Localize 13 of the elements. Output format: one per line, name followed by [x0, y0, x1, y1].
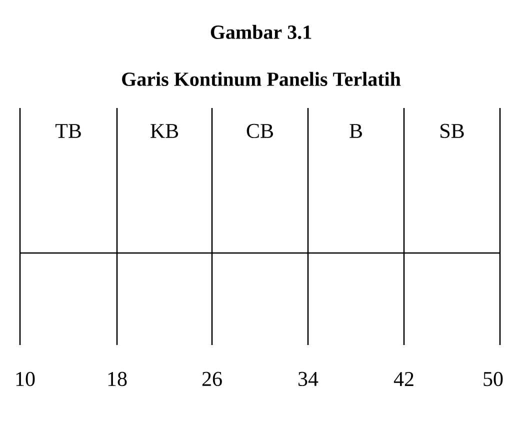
category-label: TB — [55, 124, 81, 138]
scale-number: 18 — [108, 372, 127, 386]
scale-number: 26 — [202, 372, 222, 386]
scale-number: 42 — [394, 372, 414, 386]
scale-number: 10 — [16, 372, 35, 386]
category-label: CB — [246, 124, 273, 138]
caption: Garis Kontinum Panelis Terlatih — [122, 72, 401, 86]
scale-number: 34 — [298, 372, 318, 386]
category-label: KB — [150, 124, 178, 138]
scale-number: 50 — [484, 372, 503, 386]
category-label: B — [350, 124, 362, 138]
title: Gambar 3.1 — [210, 24, 312, 40]
category-label: SB — [440, 124, 464, 138]
